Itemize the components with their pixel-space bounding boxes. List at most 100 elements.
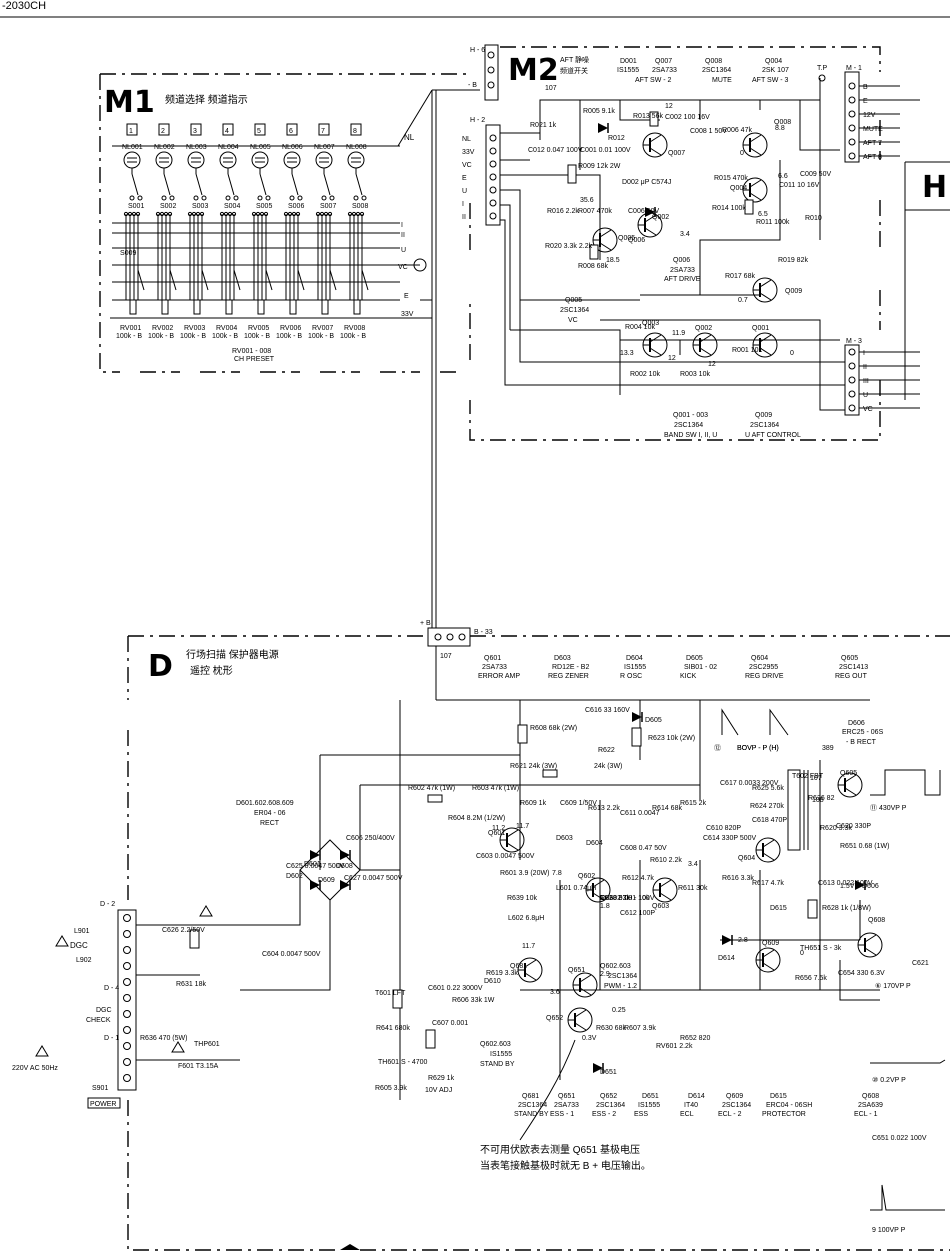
component-label: R602 47k (1W) — [408, 785, 455, 792]
pwm-type: 2SC1364 — [608, 973, 637, 980]
m2-title-1: AFT 静噪 — [560, 55, 589, 64]
misc-label: Q605 — [840, 770, 857, 777]
m2-node-107: 107 — [545, 85, 557, 92]
m1-board: M1 频道选择 频道指示 NL I II U VC E 33V S009 1NL… — [99, 73, 468, 373]
preset-resistor-label: RV002 — [152, 325, 173, 332]
h2-pin-label: 33V — [462, 149, 475, 156]
misc-label: D602 — [286, 873, 303, 880]
ac-input: 220V AC 50Hz — [12, 1065, 58, 1072]
part-type: IT40 — [684, 1102, 698, 1109]
h2-pin-label: I — [462, 201, 464, 208]
m3-pin-label: U — [863, 392, 868, 399]
component-label: C617 0.0033 200V — [720, 780, 779, 787]
lamp-label: NL001 — [122, 144, 143, 151]
h2-pin-label: E — [462, 175, 467, 182]
misc-label: C621 — [912, 960, 929, 967]
transistor-label: Q008 — [774, 119, 791, 126]
channel-number: 3 — [193, 128, 197, 135]
component-label: R610 2.2k — [650, 857, 682, 864]
tp-label: T.P — [817, 65, 827, 72]
warning-icon — [55, 935, 69, 947]
part-ref: Q609 — [726, 1093, 743, 1100]
component-label: C611 0.0047 — [620, 810, 660, 817]
component-label: T601 LFT — [375, 990, 406, 997]
part-ref: Q604 — [751, 655, 768, 662]
part-func: STAND BY — [480, 1061, 515, 1068]
component-label: RV601 2.2k — [656, 1043, 693, 1050]
misc-label: Q681 — [510, 963, 527, 970]
channel-number: 6 — [289, 128, 293, 135]
component-label: R638 33k — [600, 895, 630, 902]
transistor-label: Q006 — [628, 237, 645, 244]
m1-label: M1 — [104, 85, 155, 120]
component-label: R626 82 — [808, 795, 835, 802]
component-label: R607 3.9k — [624, 1025, 656, 1032]
preset-resistor-label: RV003 — [184, 325, 205, 332]
component-label: R625 5.6k — [752, 785, 784, 792]
component-label: R019 82k — [778, 257, 808, 264]
component-label: R621 24k (3W) — [510, 763, 557, 770]
m1-pin-label: 12V — [863, 112, 876, 119]
component-label: R012 — [608, 135, 625, 142]
lamp-label: NL007 — [314, 144, 335, 151]
part-type: 2SA733 — [652, 67, 677, 74]
component-label: R617 4.7k — [752, 880, 784, 887]
misc-label: Q609 — [762, 940, 779, 947]
misc-label: Q608 — [868, 917, 885, 924]
misc-label: Q651 — [568, 967, 585, 974]
component-label: R007 470k — [578, 208, 612, 215]
component-label: C616 33 160V — [585, 707, 630, 714]
bus-label-5: E — [404, 293, 409, 300]
component-label: D605 — [645, 717, 662, 724]
part-ref: Q605 — [841, 655, 858, 662]
part-func: REG DRIVE — [745, 673, 784, 680]
component-label: R624 270k — [750, 803, 784, 810]
lamp-icon — [123, 151, 141, 175]
s901-label: S901 — [92, 1085, 108, 1092]
d606-type: ERC25 - 06S — [842, 729, 884, 736]
component-label: R651 0.68 (1W) — [840, 843, 889, 850]
transistor-label: Q004 — [730, 185, 747, 192]
part-type: 2SC1364 — [596, 1102, 625, 1109]
wave-9: 9 100VP P — [872, 1227, 906, 1234]
c651-label: C651 0.022 100V — [872, 1135, 927, 1142]
component-label: R622 — [598, 747, 615, 754]
component-label: R021 1k — [530, 122, 557, 129]
bus-label-3: U — [401, 247, 406, 254]
m1-pin-label: AFT 8 — [863, 154, 882, 161]
preset-resistor-label: RV004 — [216, 325, 237, 332]
m2-foot1-func: BAND SW I, II, U — [664, 432, 717, 439]
conn-b: - B — [468, 82, 477, 89]
component-label: D002 μP C574J — [622, 179, 671, 186]
part-type: 2SC1413 — [839, 664, 868, 671]
misc-label: T602 FBT — [792, 773, 824, 780]
voltage-label: 12 — [665, 103, 673, 110]
part-func: ERROR AMP — [478, 673, 520, 680]
pwm-ref: Q602.603 — [480, 1041, 511, 1048]
part-type: IS1555 — [638, 1102, 660, 1109]
transistor-label: Q002 — [695, 325, 712, 332]
m1-pin-label: MUTE — [863, 126, 883, 133]
d-node-107: 107 — [440, 653, 452, 660]
misc-label: 3.6 — [550, 989, 560, 996]
switch-label: S008 — [352, 203, 368, 210]
voltage-label: 18.5 — [606, 257, 620, 264]
component-label: R016 2.2k — [547, 208, 579, 215]
component-label: R020 3.3k 2.2k — [545, 243, 593, 250]
part-func: REG ZENER — [548, 673, 589, 680]
component-label: C607 0.001 — [432, 1020, 468, 1027]
component-label: R015 470k — [714, 175, 748, 182]
component-label: R656 7.5k — [795, 975, 827, 982]
part-func: R OSC — [620, 673, 642, 680]
component-label: C626 2.2/50V — [162, 927, 205, 934]
component-label: R652 820 — [680, 1035, 710, 1042]
m2-label: M2 — [508, 53, 559, 88]
component-label: R630 68k — [596, 1025, 626, 1032]
m2-foot1-ref: Q001 - 003 — [673, 412, 708, 419]
channel-number: 1 — [129, 128, 133, 135]
component-label: R005 9.1k — [583, 108, 615, 115]
lamp-icon — [219, 151, 237, 175]
component-label: C618 470P — [752, 817, 787, 824]
component-label: C009 50V — [800, 171, 831, 178]
